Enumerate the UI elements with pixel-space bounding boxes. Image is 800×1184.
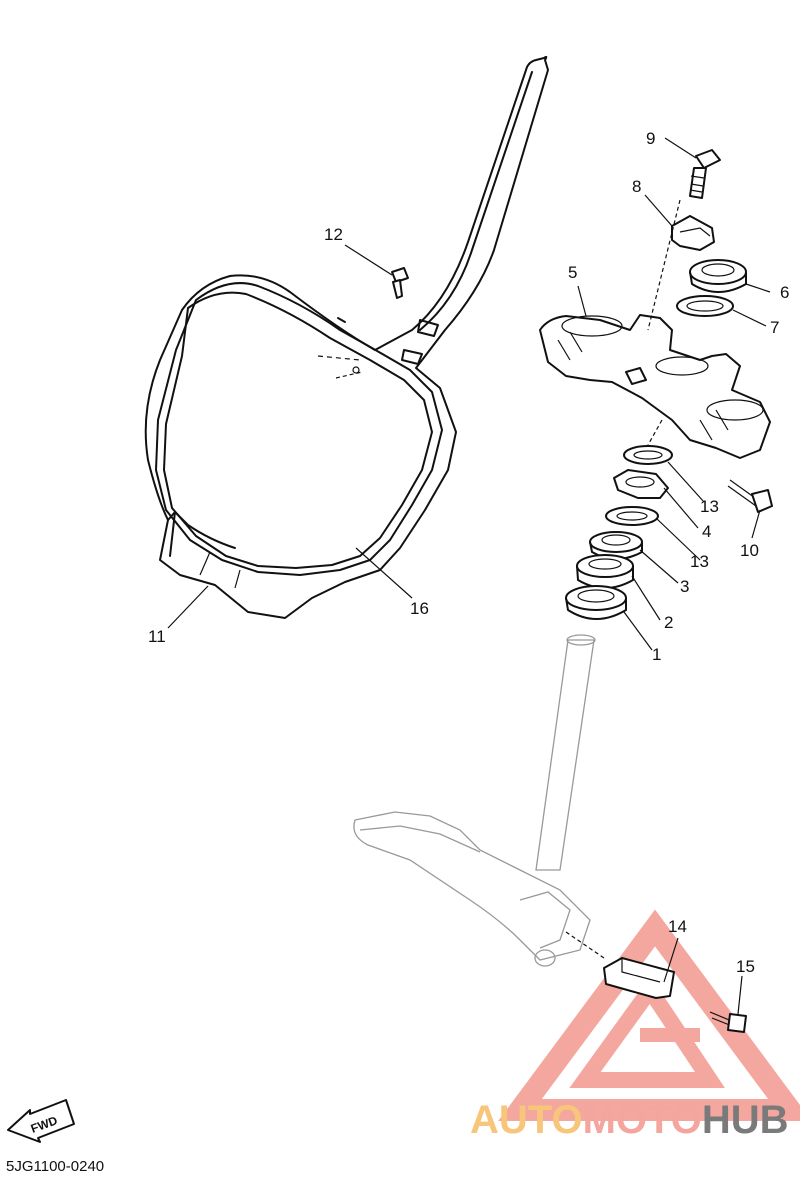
- bolt-15: [709, 1011, 747, 1033]
- callout-7: 7: [770, 318, 779, 337]
- handlebar-clamp-8: [671, 215, 715, 251]
- leader-lines: [167, 137, 771, 1015]
- ring-nut-4: [613, 469, 669, 499]
- bolt-12: [391, 267, 409, 299]
- callout-9: 9: [646, 129, 655, 148]
- callout-10: 10: [740, 541, 759, 560]
- callout-14: 14: [668, 917, 687, 936]
- watermark-part-hub: HUB: [701, 1098, 789, 1142]
- washer-7: [676, 295, 734, 317]
- callout-1: 1: [652, 645, 661, 664]
- watermark-part-auto: AUTO: [470, 1098, 583, 1142]
- forward-arrow-icon: FWD: [7, 1099, 75, 1143]
- cap-6: [689, 259, 747, 293]
- watermark-part-moto: MOTO: [582, 1098, 702, 1142]
- callout-8: 8: [632, 177, 641, 196]
- callout-4: 4: [702, 522, 711, 541]
- washer-13-lower: [605, 506, 659, 526]
- callout-13-upper: 13: [700, 497, 719, 516]
- callout-2: 2: [664, 613, 673, 632]
- upper-bracket-5: [539, 314, 771, 459]
- washer-13-upper: [623, 445, 673, 465]
- callout-15: 15: [736, 957, 755, 976]
- seal-1: [565, 585, 627, 620]
- bolt-10: [727, 479, 773, 513]
- number-plate: [144, 55, 549, 619]
- callout-11: 11: [148, 627, 166, 646]
- bolt-9: [689, 149, 721, 199]
- callout-6: 6: [780, 283, 789, 302]
- watermark-text: AUTOMOTOHUB: [470, 1098, 789, 1143]
- watermark-logo: [498, 909, 800, 1121]
- callout-12: 12: [324, 225, 343, 244]
- callout-5: 5: [568, 263, 577, 282]
- clamp-14: [603, 957, 675, 999]
- diagram-code: 5JG1100-0240: [6, 1158, 105, 1175]
- callout-3: 3: [680, 577, 689, 596]
- bearing-2: [576, 554, 634, 589]
- callout-13-lower: 13: [690, 552, 709, 571]
- steering-stem: [353, 634, 596, 967]
- callout-16: 16: [410, 599, 429, 618]
